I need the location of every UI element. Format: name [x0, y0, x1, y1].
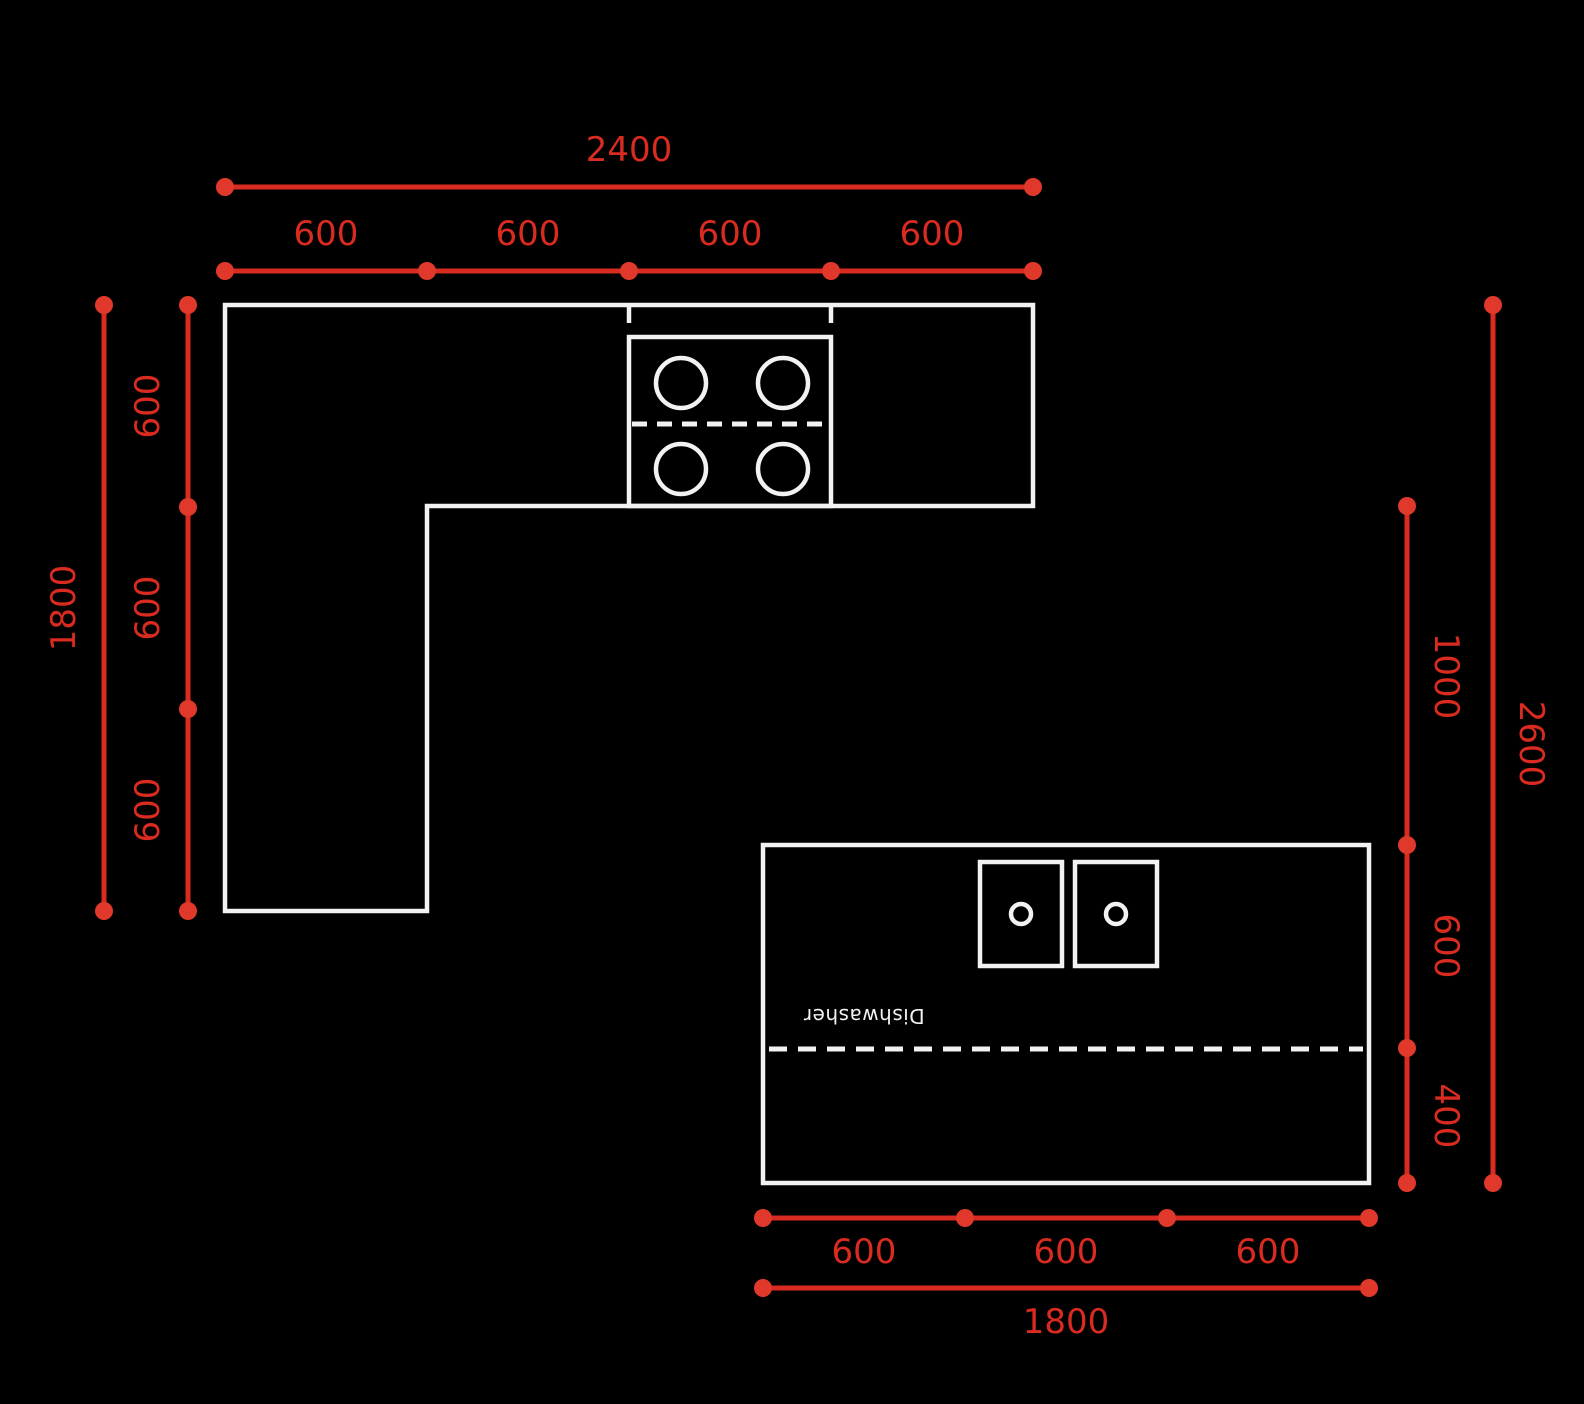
left-overall-dimension: 1800: [44, 296, 113, 920]
burner-top-right: [755, 355, 811, 411]
dimension-endpoint-dot: [216, 178, 234, 196]
dimension-tick-dot: [1024, 262, 1042, 280]
left-segment-label: 600: [128, 576, 168, 641]
dimension-endpoint-dot: [754, 1279, 772, 1297]
burner-top-left: [653, 355, 709, 411]
dimension-tick-dot: [1360, 1209, 1378, 1227]
dimension-tick-dot: [822, 262, 840, 280]
bottom-segment-dimension: 600 600 600: [754, 1209, 1378, 1272]
right-segment-label: 1000: [1426, 633, 1466, 720]
burner-bottom-right: [755, 441, 811, 497]
bottom-segment-label: 600: [832, 1232, 897, 1272]
cooktop: [626, 334, 834, 509]
bottom-segment-label: 600: [1034, 1232, 1099, 1272]
right-segment-label: 400: [1426, 1084, 1466, 1149]
dishwasher-label: Dishwasher: [803, 1004, 925, 1028]
counter-outline: [222, 302, 1036, 914]
island-outline: [760, 842, 1372, 1186]
top-overall-dimension-label: 2400: [586, 130, 673, 170]
top-segment-label: 600: [698, 214, 763, 254]
left-segment-label: 600: [128, 374, 168, 439]
dimension-tick-dot: [179, 902, 197, 920]
sink-basin-right: [1072, 859, 1160, 969]
dimension-tick-dot: [418, 262, 436, 280]
dimension-tick-dot: [1398, 1174, 1416, 1192]
dimension-tick-dot: [956, 1209, 974, 1227]
top-segment-label: 600: [294, 214, 359, 254]
dimension-endpoint-dot: [1360, 1279, 1378, 1297]
top-segment-label: 600: [496, 214, 561, 254]
dimension-endpoint-dot: [1024, 178, 1042, 196]
sink-drain-left: [1008, 901, 1034, 927]
dimension-tick-dot: [1398, 1039, 1416, 1057]
dimension-tick-dot: [179, 296, 197, 314]
dimension-tick-dot: [1398, 497, 1416, 515]
top-segment-label: 600: [900, 214, 965, 254]
cooktop-outline: [626, 334, 834, 509]
dimension-tick-dot: [216, 262, 234, 280]
left-segment-label: 600: [128, 778, 168, 843]
right-segment-label: 600: [1426, 914, 1466, 979]
right-segment-dimension: 1000 600 400: [1398, 497, 1466, 1192]
right-overall-dimension: 2600: [1484, 296, 1551, 1192]
bottom-overall-dimension: 1800: [754, 1279, 1378, 1342]
left-overall-dimension-label: 1800: [44, 565, 84, 652]
right-overall-dimension-label: 2600: [1511, 701, 1551, 788]
dimension-tick-dot: [754, 1209, 772, 1227]
sink-basin-left: [977, 859, 1065, 969]
dimension-endpoint-dot: [1484, 296, 1502, 314]
dimension-endpoint-dot: [95, 902, 113, 920]
dimension-tick-dot: [179, 700, 197, 718]
dimension-endpoint-dot: [95, 296, 113, 314]
bottom-segment-label: 600: [1236, 1232, 1301, 1272]
sink-drain-right: [1103, 901, 1129, 927]
dimension-tick-dot: [1398, 836, 1416, 854]
burner-bottom-left: [653, 441, 709, 497]
top-segment-dimension: 600 600 600 600: [216, 214, 1042, 280]
top-overall-dimension: 2400: [216, 130, 1042, 196]
dimension-endpoint-dot: [1484, 1174, 1502, 1192]
dimension-tick-dot: [179, 498, 197, 516]
bottom-overall-dimension-label: 1800: [1023, 1302, 1110, 1342]
l-shaped-counter: [222, 302, 1036, 914]
left-segment-dimension: 600 600 600: [128, 296, 197, 920]
kitchen-island: Dishwasher: [760, 842, 1372, 1186]
dimension-tick-dot: [1158, 1209, 1176, 1227]
dimension-tick-dot: [620, 262, 638, 280]
